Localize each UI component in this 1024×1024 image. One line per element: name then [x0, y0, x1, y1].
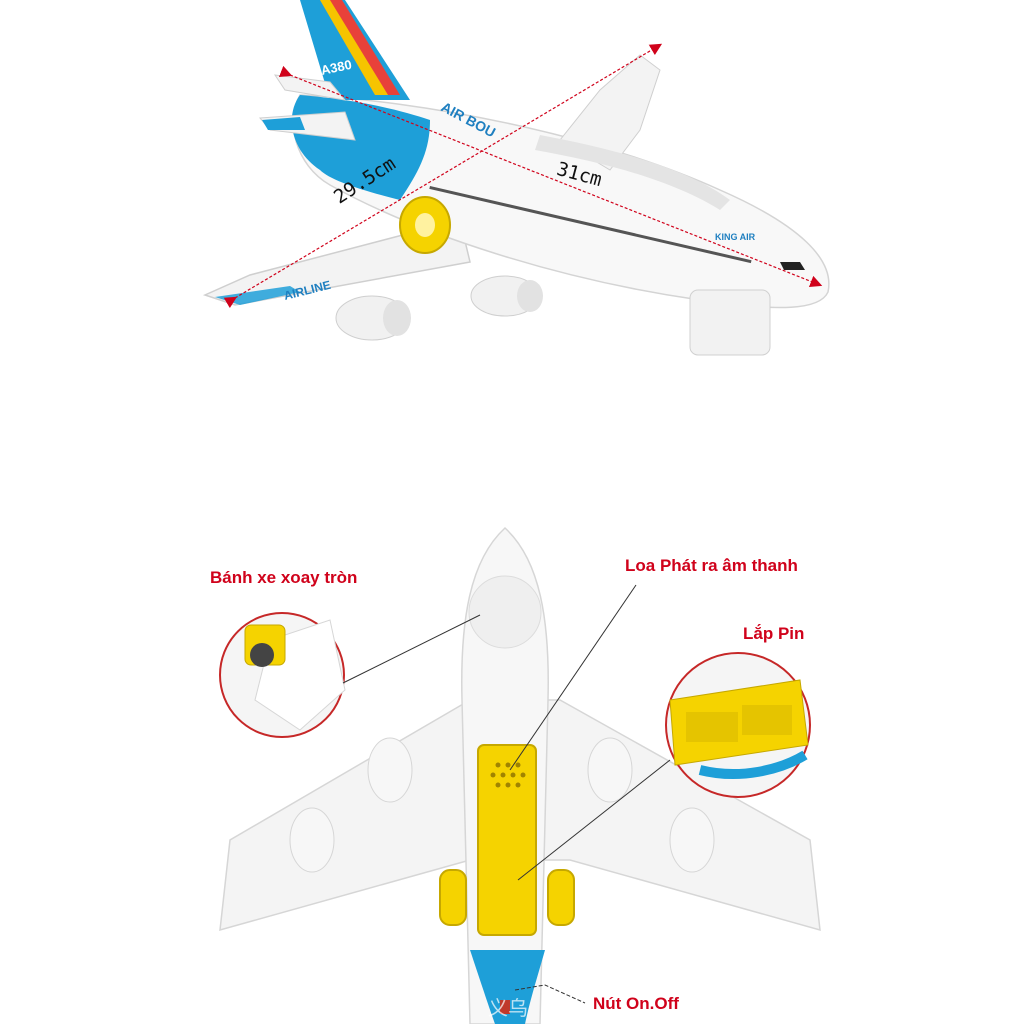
- callout-battery: Lắp Pin: [743, 624, 805, 643]
- speaker-leader: [509, 584, 637, 771]
- callout-wheel: Bánh xe xoay tròn: [210, 568, 358, 587]
- callout-speaker: Loa Phát ra âm thanh: [625, 556, 798, 575]
- battery-leader: [517, 759, 671, 881]
- battery-zoom-circle: [665, 652, 811, 798]
- wheel-left: [439, 869, 467, 926]
- power-switch: [500, 1000, 510, 1014]
- nose-gear: [689, 289, 771, 356]
- speaker-holes: [490, 762, 526, 788]
- wheel-right: [547, 869, 575, 926]
- switch-leader: [514, 984, 586, 1004]
- wingspan-arrow: [223, 43, 663, 309]
- callout-switch: Nút On.Off: [593, 994, 679, 1013]
- battery-panel: [477, 744, 537, 936]
- wheel-zoom-circle: [219, 612, 346, 738]
- plane-side-view: A380 AIR BOU AIRLINE KING AIR: [202, 0, 830, 356]
- watermark: 义乌: [488, 996, 528, 1020]
